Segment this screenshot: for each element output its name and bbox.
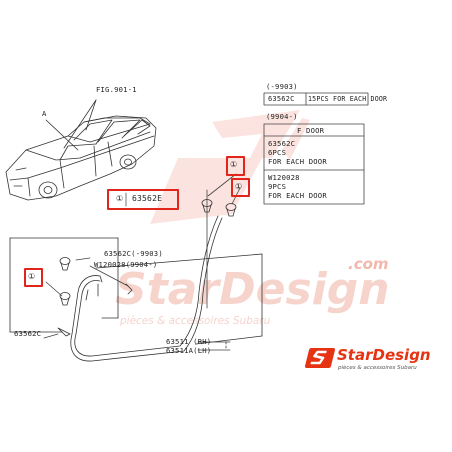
highlight-callout-2 bbox=[231, 178, 250, 197]
highlighted-part-number: 63562E bbox=[132, 194, 163, 203]
watermark-swoosh-top bbox=[212, 110, 300, 158]
watermark-swoosh-edge bbox=[282, 118, 310, 160]
car-illustration bbox=[5, 115, 157, 201]
legend-door-header: F DOOR bbox=[297, 126, 325, 135]
legend-row-a-part: 63562C bbox=[268, 95, 295, 103]
stardesign-logo-text: StarDesign bbox=[337, 346, 431, 364]
door-weatherstrip bbox=[70, 215, 223, 362]
watermark-dotcom: .com bbox=[348, 255, 389, 273]
legend-period-a: (-9903) bbox=[266, 82, 298, 91]
watermark-tagline: pièces & accessoires Subaru bbox=[120, 315, 271, 327]
leader-fig-ref bbox=[63, 99, 97, 149]
label-weatherstrip-lh: 63511A(LH) bbox=[166, 346, 212, 355]
callout-symbol-1: ① bbox=[230, 160, 238, 169]
legend-row-b2-part: W120028 bbox=[268, 173, 300, 182]
callout-symbol-main: ① bbox=[116, 194, 124, 203]
legend-period-b: (9904-) bbox=[266, 112, 298, 121]
legend-row-b1-qty1: 6PCS bbox=[268, 148, 287, 157]
legend-table bbox=[263, 92, 369, 205]
car-label-a: A bbox=[42, 109, 47, 118]
callout-symbol-3: ① bbox=[28, 272, 36, 281]
legend-row-a-qty: 15PCS FOR EACH DOOR bbox=[308, 95, 388, 103]
legend-row-b2-qty2: FOR EACH DOOR bbox=[268, 191, 327, 200]
lower-clips bbox=[43, 257, 231, 351]
label-clip-a: 63562C(-9903) bbox=[104, 249, 163, 258]
highlight-boxes bbox=[24, 156, 250, 287]
highlight-part-box bbox=[107, 189, 179, 210]
leader-a bbox=[45, 119, 79, 151]
label-weatherstrip-rh: 63511 (RH) bbox=[166, 337, 212, 346]
lower-section-bracket bbox=[9, 237, 263, 349]
legend-row-b1-qty2: FOR EACH DOOR bbox=[268, 157, 327, 166]
highlight-callout-1 bbox=[226, 156, 245, 176]
label-clip-left: 63562C bbox=[14, 329, 42, 338]
highlight-callout-3 bbox=[24, 268, 43, 287]
callout-symbol-2: ① bbox=[235, 182, 243, 191]
legend-row-b1-part: 63562C bbox=[268, 139, 296, 148]
upper-clips bbox=[201, 173, 241, 217]
fig-ref-label: FIG.901-1 bbox=[96, 85, 137, 94]
legend-row-b2-qty1: 9PCS bbox=[268, 182, 287, 191]
label-clip-b: W120028(9904-) bbox=[94, 260, 158, 269]
stardesign-logo-mark bbox=[304, 348, 336, 368]
watermark-brand: StarDesign bbox=[115, 264, 390, 315]
stardesign-logo-tagline: pièces & accessoires Subaru bbox=[338, 365, 417, 371]
